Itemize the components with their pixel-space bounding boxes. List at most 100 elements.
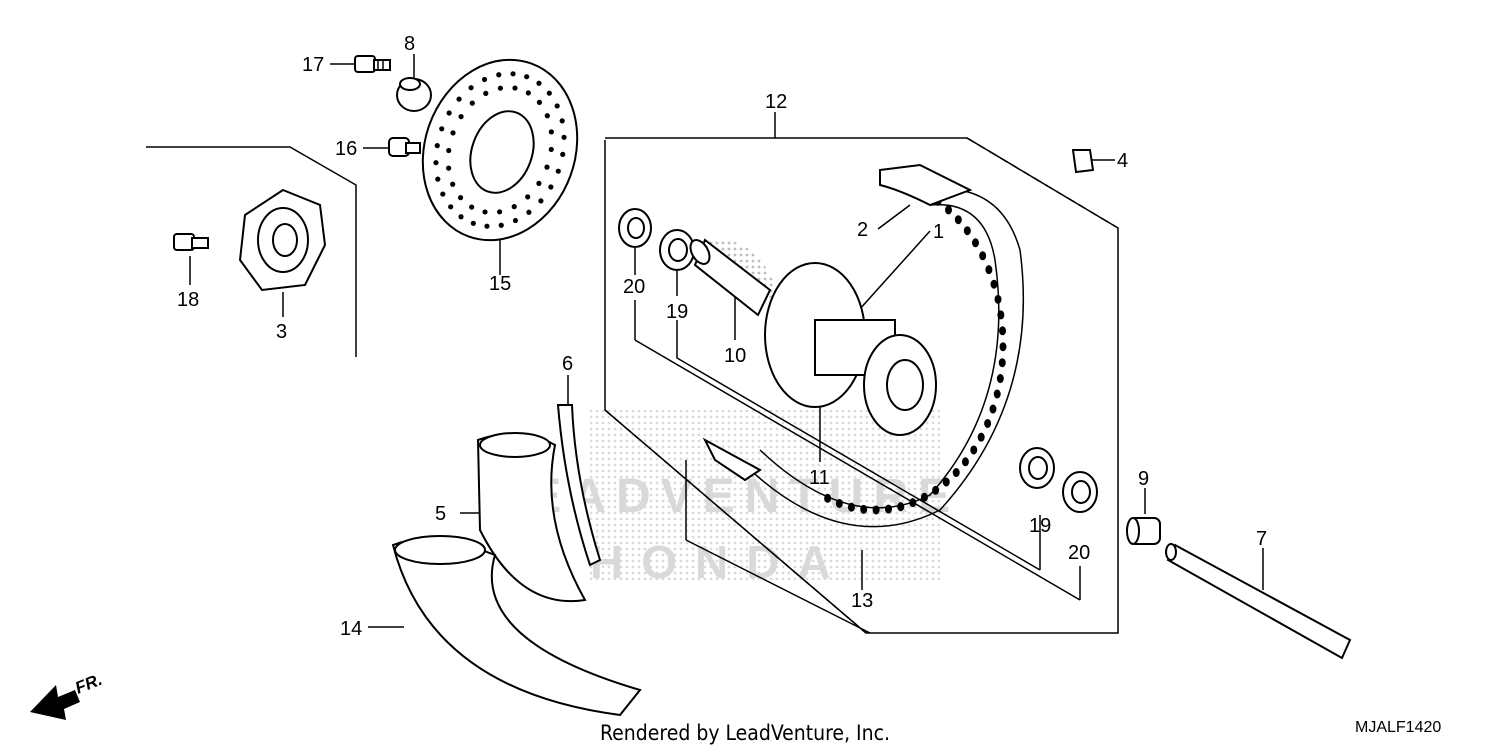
- disc-hole: [526, 209, 532, 215]
- callout-1: 1: [933, 221, 944, 243]
- disc-hole: [470, 220, 476, 226]
- watermark: LEADVENTURE HONDA: [490, 238, 960, 588]
- part-20-bearing-left: [618, 208, 652, 248]
- rim-hole: [989, 404, 997, 414]
- disc-hole: [498, 222, 504, 228]
- callout-16: 16: [335, 138, 357, 160]
- callout-19-right: 19: [1029, 515, 1051, 537]
- disc-hole: [524, 74, 530, 80]
- disc-hole: [456, 96, 462, 102]
- callout-11: 11: [809, 467, 830, 489]
- direction-label: FR.: [72, 670, 105, 698]
- part-16-bolt: [388, 137, 421, 157]
- disc-hole: [481, 76, 488, 83]
- disc-hole: [548, 129, 554, 135]
- callout-3: 3: [276, 321, 287, 343]
- disc-hole: [544, 113, 550, 119]
- disc-hole: [559, 118, 565, 124]
- disc-hole: [433, 160, 439, 166]
- part-2-rim-band-upper: [879, 163, 973, 207]
- part-13-rim-band-lower: [702, 437, 762, 482]
- disc-hole: [469, 204, 475, 210]
- disc-hole: [525, 90, 531, 96]
- callout-20-left: 20: [623, 276, 645, 298]
- disc-hole: [446, 110, 452, 116]
- rim-hole: [985, 265, 993, 275]
- rim-hole: [945, 205, 953, 215]
- callout-20-right: 20: [1068, 542, 1090, 564]
- disc-hole: [435, 176, 441, 182]
- part-4-valve-cap: [1071, 149, 1095, 174]
- rim-hole: [860, 504, 868, 514]
- rim-hole: [932, 485, 940, 495]
- rim-hole: [997, 310, 1005, 320]
- disc-hole: [525, 194, 531, 200]
- group-bracket-hub-flange: [146, 146, 357, 357]
- disc-hole: [440, 191, 446, 197]
- direction-indicator: FR.: [30, 670, 105, 720]
- rim-hole: [961, 457, 969, 467]
- rim-hole: [872, 505, 880, 515]
- callout-5: 5: [435, 503, 446, 525]
- callout-12: 12: [765, 91, 787, 113]
- part-6-rim-strip: [556, 404, 602, 567]
- rim-hole: [952, 468, 960, 478]
- callout-14: 14: [340, 618, 362, 640]
- disc-hole: [548, 184, 554, 190]
- disc-hole: [484, 223, 490, 229]
- part-20-bearing-right: [1062, 471, 1098, 513]
- rim-hole: [942, 477, 950, 487]
- part-3-hub-flange: [238, 188, 327, 292]
- disc-hole: [458, 114, 464, 120]
- callout-9: 9: [1138, 468, 1149, 490]
- disc-hole: [511, 204, 517, 210]
- watermark-brand: LEADVENTURE: [490, 470, 960, 523]
- disc-hole: [510, 71, 516, 77]
- disc-hole: [538, 198, 544, 204]
- disc-hole: [439, 126, 445, 132]
- disc-hole: [458, 214, 464, 220]
- rim-hole: [897, 502, 905, 512]
- disc-hole: [482, 209, 488, 215]
- callout-18: 18: [177, 289, 199, 311]
- part-5-tube: [476, 432, 587, 603]
- rim-hole: [835, 498, 843, 508]
- rim-hole: [994, 294, 1002, 304]
- callout-labels: 12 8 17 16 4 2 1 15 18 3 20 19 10 6 11 9…: [177, 33, 1267, 640]
- rim-hole: [963, 226, 971, 236]
- callout-13: 13: [851, 590, 873, 612]
- callout-2: 2: [857, 219, 868, 241]
- disc-hole: [468, 85, 474, 91]
- part-19-bearing-left: [659, 229, 695, 271]
- disc-hole: [434, 143, 440, 149]
- disc-hole: [446, 165, 452, 171]
- rim-hole: [971, 238, 979, 248]
- rim-hole: [954, 215, 962, 225]
- credit-text: Rendered by LeadVenture, Inc.: [600, 721, 890, 745]
- callout-8: 8: [404, 33, 415, 55]
- disc-hole: [544, 164, 550, 170]
- rim-hole: [977, 432, 985, 442]
- part-8-collar: [396, 77, 432, 112]
- callout-19-left: 19: [666, 301, 688, 323]
- disc-hole: [512, 85, 518, 91]
- disc-hole: [497, 209, 503, 215]
- disc-hole: [536, 99, 543, 105]
- part-15-brake-disc: [421, 58, 579, 242]
- rim-hole: [996, 374, 1004, 384]
- rim-hole: [990, 279, 998, 289]
- part-19-bearing-right: [1019, 447, 1055, 489]
- disc-hole: [469, 100, 475, 106]
- group-outline-dash-right: [966, 137, 1119, 229]
- callout-4: 4: [1117, 150, 1128, 172]
- rim-hole: [884, 504, 892, 514]
- front-arrow-icon: [30, 685, 80, 720]
- part-14-tire: [391, 535, 642, 717]
- group-outline-dash-left: [604, 409, 867, 634]
- disc-hole: [512, 217, 519, 224]
- disc-hole: [548, 146, 554, 153]
- disc-hole: [554, 103, 560, 109]
- rim-hole: [970, 445, 978, 455]
